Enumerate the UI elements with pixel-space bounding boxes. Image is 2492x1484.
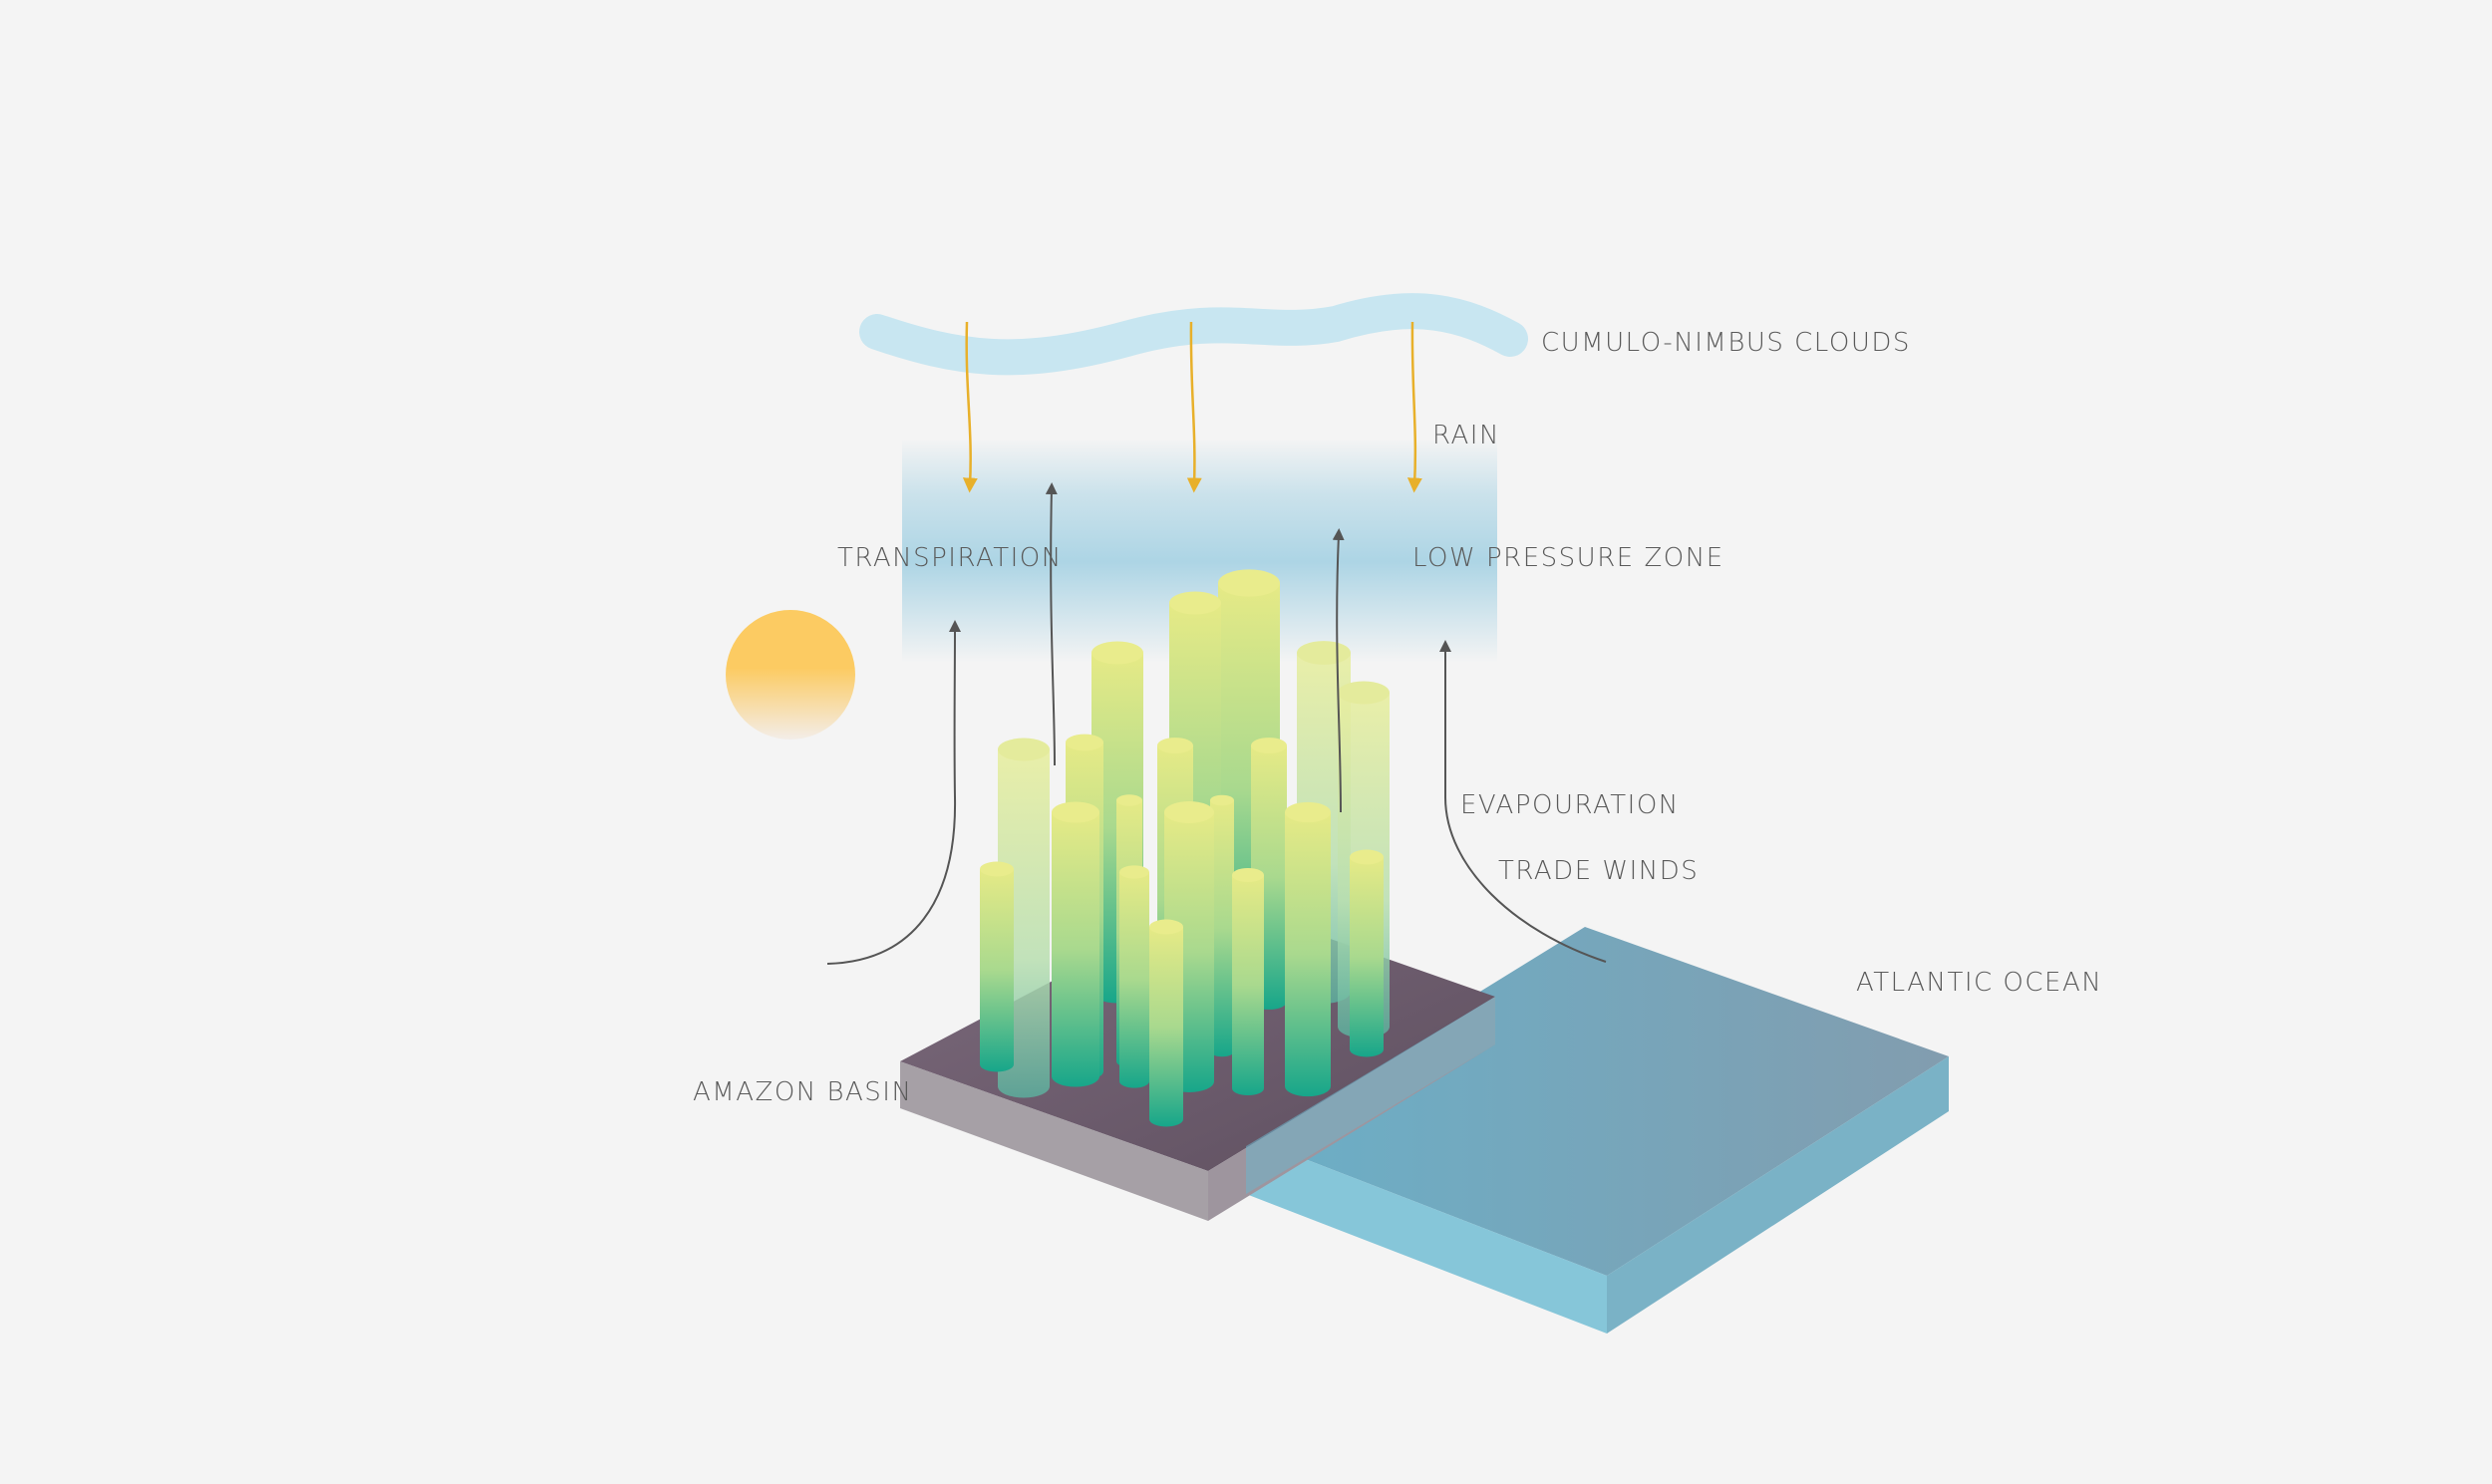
evaporation-arrow bbox=[1439, 640, 1607, 963]
transpiration-arrow bbox=[826, 620, 961, 965]
label-trade-winds: TRADE WINDS bbox=[1498, 856, 1700, 886]
sun-icon bbox=[726, 610, 855, 740]
tree-top bbox=[1218, 569, 1280, 597]
label-rain: RAIN bbox=[1432, 421, 1500, 450]
label-low-pressure-zone: LOW PRESSURE ZONE bbox=[1412, 543, 1724, 573]
tree-cylinder bbox=[1350, 849, 1384, 1057]
tree-trunk bbox=[1350, 857, 1384, 1057]
tree-trunk bbox=[1149, 927, 1183, 1127]
tree-top bbox=[1285, 801, 1331, 823]
tree-trunk bbox=[1210, 800, 1234, 1057]
tree-top bbox=[1091, 641, 1143, 665]
tree-top bbox=[1164, 801, 1214, 823]
tree-cylinder bbox=[1119, 865, 1149, 1088]
tree-top bbox=[1169, 591, 1221, 615]
ocean-top-face bbox=[1246, 927, 1949, 1276]
atlantic-ocean-slab bbox=[1246, 927, 1949, 1334]
transpiration-arrow-2 bbox=[1045, 482, 1058, 766]
tree-top bbox=[1066, 734, 1103, 751]
tree-top bbox=[998, 738, 1050, 761]
rain-line bbox=[1186, 321, 1202, 493]
tree-top bbox=[1297, 641, 1351, 665]
tree-trunk bbox=[1052, 812, 1099, 1087]
tree-cylinder bbox=[1210, 794, 1234, 1057]
ocean-overlap bbox=[1246, 997, 1495, 1194]
rain-line bbox=[962, 321, 978, 493]
flow-arrows bbox=[826, 482, 1607, 965]
tree-top bbox=[1251, 738, 1287, 753]
land-front-face bbox=[900, 1061, 1208, 1221]
tree-top bbox=[1157, 738, 1193, 753]
tree-trunk bbox=[980, 869, 1014, 1072]
ocean-side-face bbox=[1607, 1056, 1949, 1334]
tree-cylinder bbox=[1149, 919, 1183, 1127]
label-cumulo-nimbus-clouds: CUMULO-NIMBUS CLOUDS bbox=[1541, 328, 1911, 358]
tree-trunk bbox=[1119, 872, 1149, 1088]
tree-top bbox=[980, 861, 1014, 877]
evaporation-arrow-2 bbox=[1332, 528, 1345, 813]
tree-cylinder bbox=[1052, 801, 1099, 1087]
tree-top bbox=[1232, 867, 1264, 883]
label-transpiration: TRANSPIRATION bbox=[837, 543, 1063, 573]
tree-trunk bbox=[1285, 812, 1331, 1097]
tree-top bbox=[1052, 801, 1099, 823]
tree-cylinder bbox=[1285, 801, 1331, 1097]
label-amazon-basin: AMAZON BASIN bbox=[693, 1077, 913, 1107]
tree-top bbox=[1119, 865, 1149, 879]
label-atlantic-ocean: ATLANTIC OCEAN bbox=[1856, 968, 2103, 998]
tree-top bbox=[1338, 681, 1390, 705]
tree-cylinder bbox=[1232, 867, 1264, 1096]
tree-top bbox=[1149, 919, 1183, 935]
tree-top bbox=[1116, 794, 1142, 806]
tree-top bbox=[1210, 794, 1234, 806]
rain-line bbox=[1406, 321, 1422, 493]
ocean-front-face bbox=[1246, 1136, 1607, 1334]
tree-top bbox=[1350, 849, 1384, 865]
cloud-band-icon bbox=[859, 293, 1528, 376]
tree-trunk bbox=[1232, 875, 1264, 1096]
label-evapouration: EVAPOURATION bbox=[1460, 790, 1680, 820]
rain-lines bbox=[962, 321, 1422, 493]
tree-cylinder bbox=[980, 861, 1014, 1072]
